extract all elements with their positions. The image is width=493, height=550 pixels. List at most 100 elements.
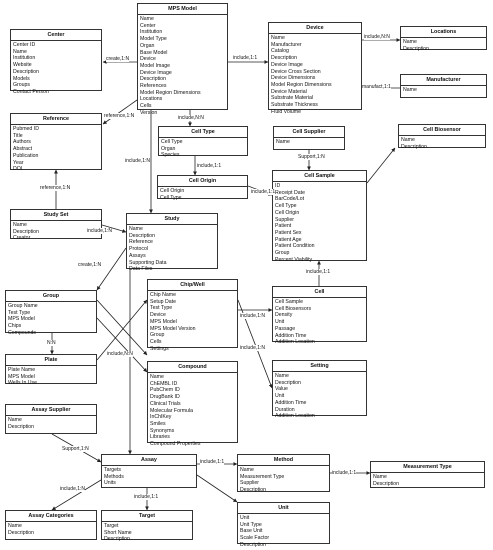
entity-title: Device <box>269 23 361 34</box>
attribute: Reference <box>129 239 153 246</box>
attribute: Publication <box>13 152 39 159</box>
attribute: Patient Condition <box>275 243 315 250</box>
attribute: Name <box>140 16 154 22</box>
entity-title: Center <box>11 30 101 41</box>
relationship-label: include,1:N <box>60 486 86 492</box>
attribute: Abstract <box>13 146 33 153</box>
relationship-label: include,1:1 <box>306 269 331 275</box>
attribute: Center <box>140 22 156 29</box>
attribute: ChEMBL ID <box>150 380 178 387</box>
attribute: Unit <box>275 393 285 400</box>
entity-title: Cell <box>273 287 366 298</box>
entity-title: Cell Biosensor <box>399 125 485 136</box>
attribute: Device Cross Section <box>271 68 321 75</box>
attribute: Chips <box>8 323 22 330</box>
attribute: Name <box>150 374 164 380</box>
attribute: Setup Date <box>150 298 176 305</box>
attribute: Methods <box>104 473 124 480</box>
relationship-label: include,1:N <box>240 345 266 351</box>
attribute: Catalog <box>271 48 289 55</box>
attribute: Manufacturer <box>271 41 302 48</box>
attribute: Name <box>275 373 289 379</box>
relationship-line-group-to-compound <box>96 317 148 373</box>
attribute: Clinical Trials <box>150 400 181 407</box>
attribute: Protocol <box>129 246 149 253</box>
attribute: Device Material <box>271 88 307 95</box>
entity-title: Plate <box>6 355 96 366</box>
attribute: DrugBank ID <box>150 394 180 401</box>
attribute: Groups <box>13 82 31 89</box>
relationship-line-cell-sample-to-cell-biosensor <box>366 147 396 184</box>
attribute: Synonyms <box>150 427 175 434</box>
attribute: Pubmed ID <box>13 126 39 132</box>
relationship-line-plate-to-chip-well <box>96 299 148 361</box>
attribute: Group <box>275 250 290 257</box>
entity-title: Target <box>102 511 192 522</box>
attribute: BarCode/Lot <box>275 196 305 203</box>
attribute: Patient Age <box>275 236 302 243</box>
attribute: Description <box>403 45 429 52</box>
attribute: Units <box>104 480 116 487</box>
attribute: Species <box>161 152 180 159</box>
relationship-label: Support,1:N <box>298 154 325 160</box>
attribute: Center ID <box>13 42 36 48</box>
attribute: Institution <box>140 29 163 36</box>
relationship-label: create,1:N <box>106 56 130 62</box>
relationship-label: include,N:N <box>364 34 390 40</box>
entity-title: Cell Sample <box>273 171 366 182</box>
attribute: Device Image <box>140 69 172 76</box>
attribute: Institution <box>13 55 36 62</box>
attribute: Version <box>140 109 158 116</box>
entity-attributes: Name <box>274 138 344 147</box>
attribute: Addition Time <box>275 332 307 339</box>
attribute: Assays <box>129 252 146 259</box>
entity-attributes: Name <box>401 86 486 95</box>
attribute: Creator <box>13 235 31 242</box>
attribute: Fluid Volume <box>271 108 301 115</box>
relationship-label: include,1:1 <box>200 459 225 465</box>
entity-title: Setting <box>273 361 366 372</box>
attribute: Base Model <box>140 49 168 56</box>
attribute: Device <box>140 56 156 63</box>
attribute: PubChem ID <box>150 387 180 394</box>
entity-title: Method <box>238 455 329 466</box>
attribute: Test Type <box>150 305 173 312</box>
attribute: Description <box>13 228 39 235</box>
relationship-line-study-to-group <box>96 247 127 291</box>
entity-title: MPS Model <box>138 4 227 15</box>
attribute: Device Image <box>271 61 303 68</box>
relationship-label: Support,1:N <box>62 446 89 452</box>
attribute: DOI <box>13 166 23 173</box>
attribute: MPS Model <box>8 373 35 380</box>
attribute: Description <box>240 487 266 494</box>
attribute: Wells In Use <box>8 380 38 387</box>
entity-title: Reference <box>11 114 101 125</box>
relationship-line-mps-model-to-reference <box>102 99 138 125</box>
entity-title: Cell Supplier <box>274 127 344 138</box>
relationship-label: include,1:1 <box>332 470 357 476</box>
attribute: Name <box>401 137 415 143</box>
relationship-label: include,1:1 <box>197 163 222 169</box>
attribute: Plate Name <box>8 367 36 373</box>
attribute: Receipt Date <box>275 189 305 196</box>
attribute: Organ <box>140 42 155 49</box>
entity-title: Assay <box>102 455 196 466</box>
